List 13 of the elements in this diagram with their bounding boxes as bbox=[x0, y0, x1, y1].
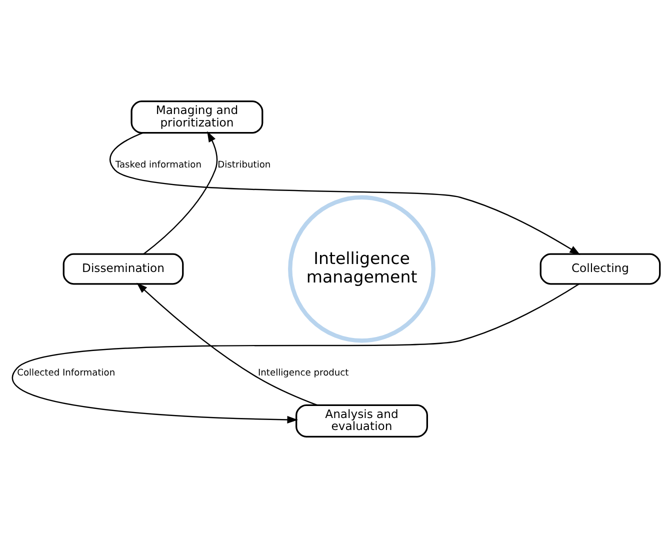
arrow bbox=[136, 282, 318, 406]
arrow bbox=[143, 131, 218, 254]
node-box: Managing and prioritization bbox=[130, 100, 264, 134]
node-box: Analysis and evaluation bbox=[296, 404, 428, 438]
edge-label: Tasked information bbox=[115, 160, 202, 170]
edge-label: Collected Information bbox=[17, 368, 116, 378]
node-box: Dissemination bbox=[62, 253, 184, 285]
arrow bbox=[12, 284, 580, 424]
node-circle: Intelligence management bbox=[288, 195, 436, 343]
edge-label: Distribution bbox=[218, 160, 271, 170]
node-box: Collecting bbox=[540, 253, 661, 285]
arrow bbox=[110, 132, 580, 255]
edge-label: Intelligence product bbox=[258, 368, 349, 378]
